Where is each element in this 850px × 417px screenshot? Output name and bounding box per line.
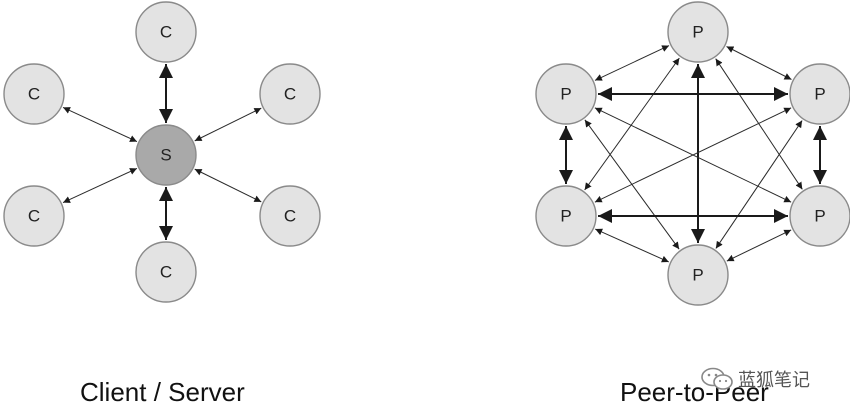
peer-node: P xyxy=(667,1,729,63)
client-node-label: C xyxy=(28,85,40,104)
watermark: 蓝狐笔记 xyxy=(700,366,810,392)
client-node: C xyxy=(135,1,197,63)
client-node: C xyxy=(3,63,65,125)
server-node-circle xyxy=(135,124,197,186)
client-node: C xyxy=(259,185,321,247)
client-node-label: C xyxy=(160,263,172,282)
edges-layer xyxy=(62,45,827,263)
peer-node-label: P xyxy=(560,207,571,226)
peer-node-circle xyxy=(535,185,597,247)
peer-node-label: P xyxy=(814,207,825,226)
client-server-caption: Client / Server xyxy=(80,377,245,407)
watermark-text: 蓝狐笔记 xyxy=(738,370,810,390)
peer-node: P xyxy=(535,185,597,247)
peer-node-circle xyxy=(667,1,729,63)
client-server-edge xyxy=(62,106,138,143)
peer-node-circle xyxy=(789,185,850,247)
server-node-label: S xyxy=(160,146,171,165)
client-server-edge xyxy=(194,107,262,142)
peer-edge xyxy=(594,45,670,81)
peer-node: P xyxy=(789,185,850,247)
nodes-layer: C C C C C C S P P P P P P xyxy=(3,1,850,306)
client-node-circle xyxy=(259,63,321,125)
client-node-label: C xyxy=(284,85,296,104)
peer-node: P xyxy=(667,244,729,306)
client-node-circle xyxy=(3,185,65,247)
client-node-circle xyxy=(259,185,321,247)
peer-edge xyxy=(726,46,792,80)
client-node-circle xyxy=(3,63,65,125)
peer-edge xyxy=(595,228,669,263)
client-node-label: C xyxy=(160,23,172,42)
client-server-edge xyxy=(194,168,262,203)
peer-node: P xyxy=(789,63,850,125)
peer-node-circle xyxy=(667,244,729,306)
peer-edge xyxy=(584,57,680,191)
client-server-edge xyxy=(62,167,138,204)
peer-node-label: P xyxy=(692,23,703,42)
peer-node-label: P xyxy=(692,266,703,285)
peer-to-peer-caption: Peer-to-Peer xyxy=(620,377,769,407)
client-node-circle xyxy=(135,241,197,303)
peer-node-label: P xyxy=(814,85,825,104)
server-node: S xyxy=(135,124,197,186)
peer-edge xyxy=(726,229,792,262)
client-node-label: C xyxy=(28,207,40,226)
peer-node-circle xyxy=(789,63,850,125)
wechat-icon xyxy=(700,367,734,391)
client-node-circle xyxy=(135,1,197,63)
client-node: C xyxy=(3,185,65,247)
peer-node-label: P xyxy=(560,85,571,104)
client-node: C xyxy=(259,63,321,125)
peer-node: P xyxy=(535,63,597,125)
client-node-label: C xyxy=(284,207,296,226)
peer-node-circle xyxy=(535,63,597,125)
peer-edge xyxy=(715,120,803,249)
client-node: C xyxy=(135,241,197,303)
